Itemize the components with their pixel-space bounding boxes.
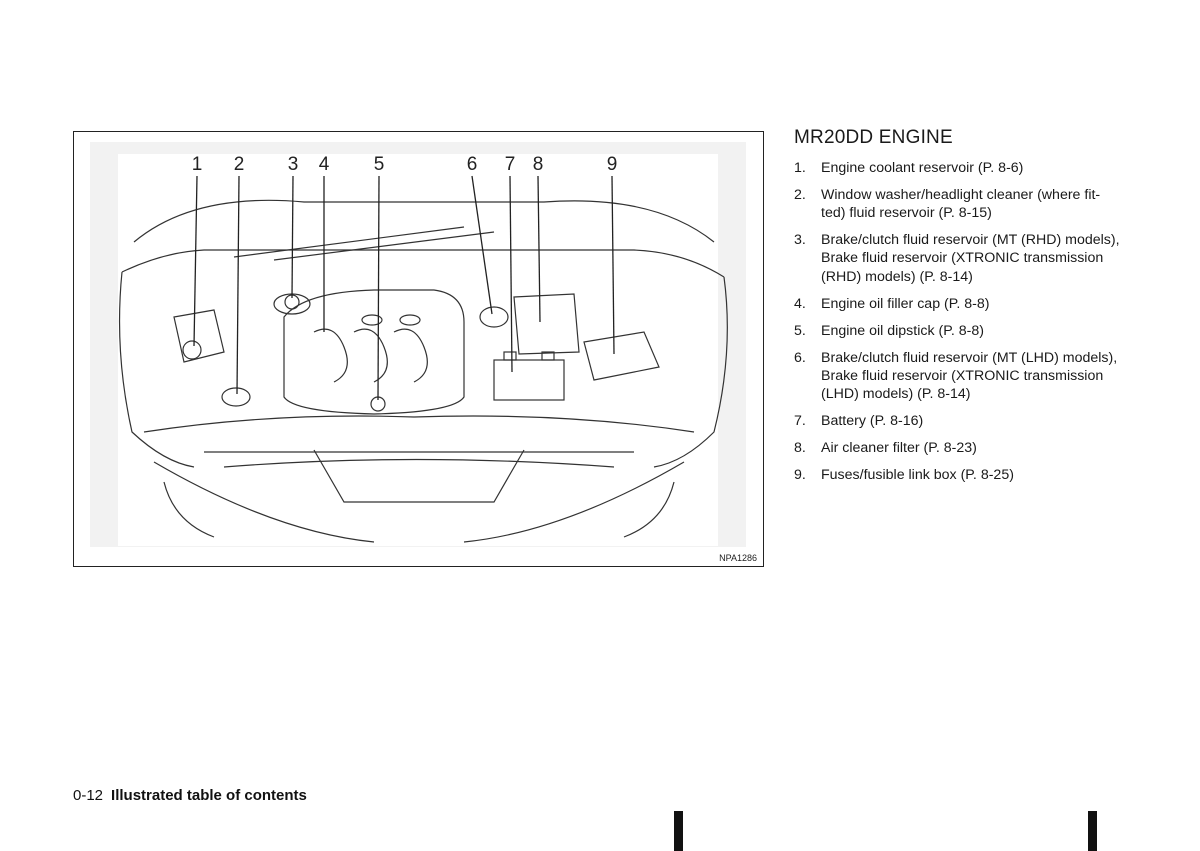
item-text: Window washer/headlight cleaner (where f…: [821, 187, 1101, 222]
callout-3: 3: [287, 154, 299, 175]
callout-6: 6: [466, 154, 478, 175]
item-text: Battery (P. 8-16): [821, 413, 924, 430]
item-number: 2.: [794, 187, 806, 203]
list-item: 8. Air cleaner filter (P. 8-23): [794, 439, 1124, 457]
item-number: 9.: [794, 467, 806, 484]
item-text: Engine oil dipstick (P. 8-8): [821, 322, 984, 339]
item-text: Brake/clutch fluid reservoir (MT (LHD) m…: [821, 349, 1118, 403]
item-number: 1.: [794, 160, 806, 176]
callout-7: 7: [504, 154, 516, 175]
item-text: Engine coolant reservoir (P. 8-6): [821, 160, 1024, 176]
item-text: Fuses/fusible link box (P. 8-25): [821, 467, 1014, 484]
engine-bay-figure: 1 2 3 4 5 6 7 8 9 NPA1286: [73, 131, 764, 567]
list-item: 7. Battery (P. 8-16): [794, 412, 1124, 430]
callout-2: 2: [233, 154, 245, 175]
list-item: 1. Engine coolant reservoir (P. 8-6): [794, 159, 1124, 177]
item-text: Air cleaner filter (P. 8-23): [821, 440, 977, 457]
callout-5: 5: [373, 154, 385, 175]
item-number: 8.: [794, 440, 806, 457]
list-item: 4. Engine oil filler cap (P. 8-8): [794, 295, 1124, 313]
callout-9: 9: [606, 154, 618, 175]
callout-4: 4: [318, 154, 330, 175]
item-text: Brake/clutch fluid reservoir (MT (RHD) m…: [821, 232, 1120, 285]
engine-bay-illustration: [90, 142, 746, 547]
figure-id: NPA1286: [719, 553, 757, 563]
item-number: 6.: [794, 349, 806, 366]
list-item: 9. Fuses/fusible link box (P. 8-25): [794, 466, 1124, 484]
item-text: Engine oil filler cap (P. 8-8): [821, 295, 990, 312]
component-list: 1. Engine coolant reservoir (P. 8-6) 2. Wi…: [794, 159, 1124, 484]
item-number: 7.: [794, 413, 806, 430]
page-number: 0-12: [73, 787, 104, 804]
section-title: MR20DD ENGINE: [794, 127, 953, 148]
engine-components-section: MR20DD ENGINE 1. Engine coolant reservoir…: [794, 127, 1124, 493]
list-item: 6. Brake/clutch fluid reservoir (MT (LHD)…: [794, 349, 1124, 404]
callout-8: 8: [532, 154, 544, 175]
item-number: 3.: [794, 232, 806, 249]
item-number: 4.: [794, 295, 806, 312]
page-footer: 0-12 Illustrated table of contents: [73, 787, 307, 804]
item-number: 5.: [794, 322, 806, 339]
list-item: 2. Window washer/headlight cleaner (where…: [794, 186, 1124, 222]
thumb-index-mark-left: [674, 811, 683, 851]
list-item: 3. Brake/clutch fluid reservoir (MT (RHD)…: [794, 231, 1124, 286]
list-item: 5. Engine oil dipstick (P. 8-8): [794, 322, 1124, 340]
thumb-index-mark-right: [1088, 811, 1097, 851]
footer-title: Illustrated table of contents: [111, 787, 307, 804]
callout-1: 1: [191, 154, 203, 175]
